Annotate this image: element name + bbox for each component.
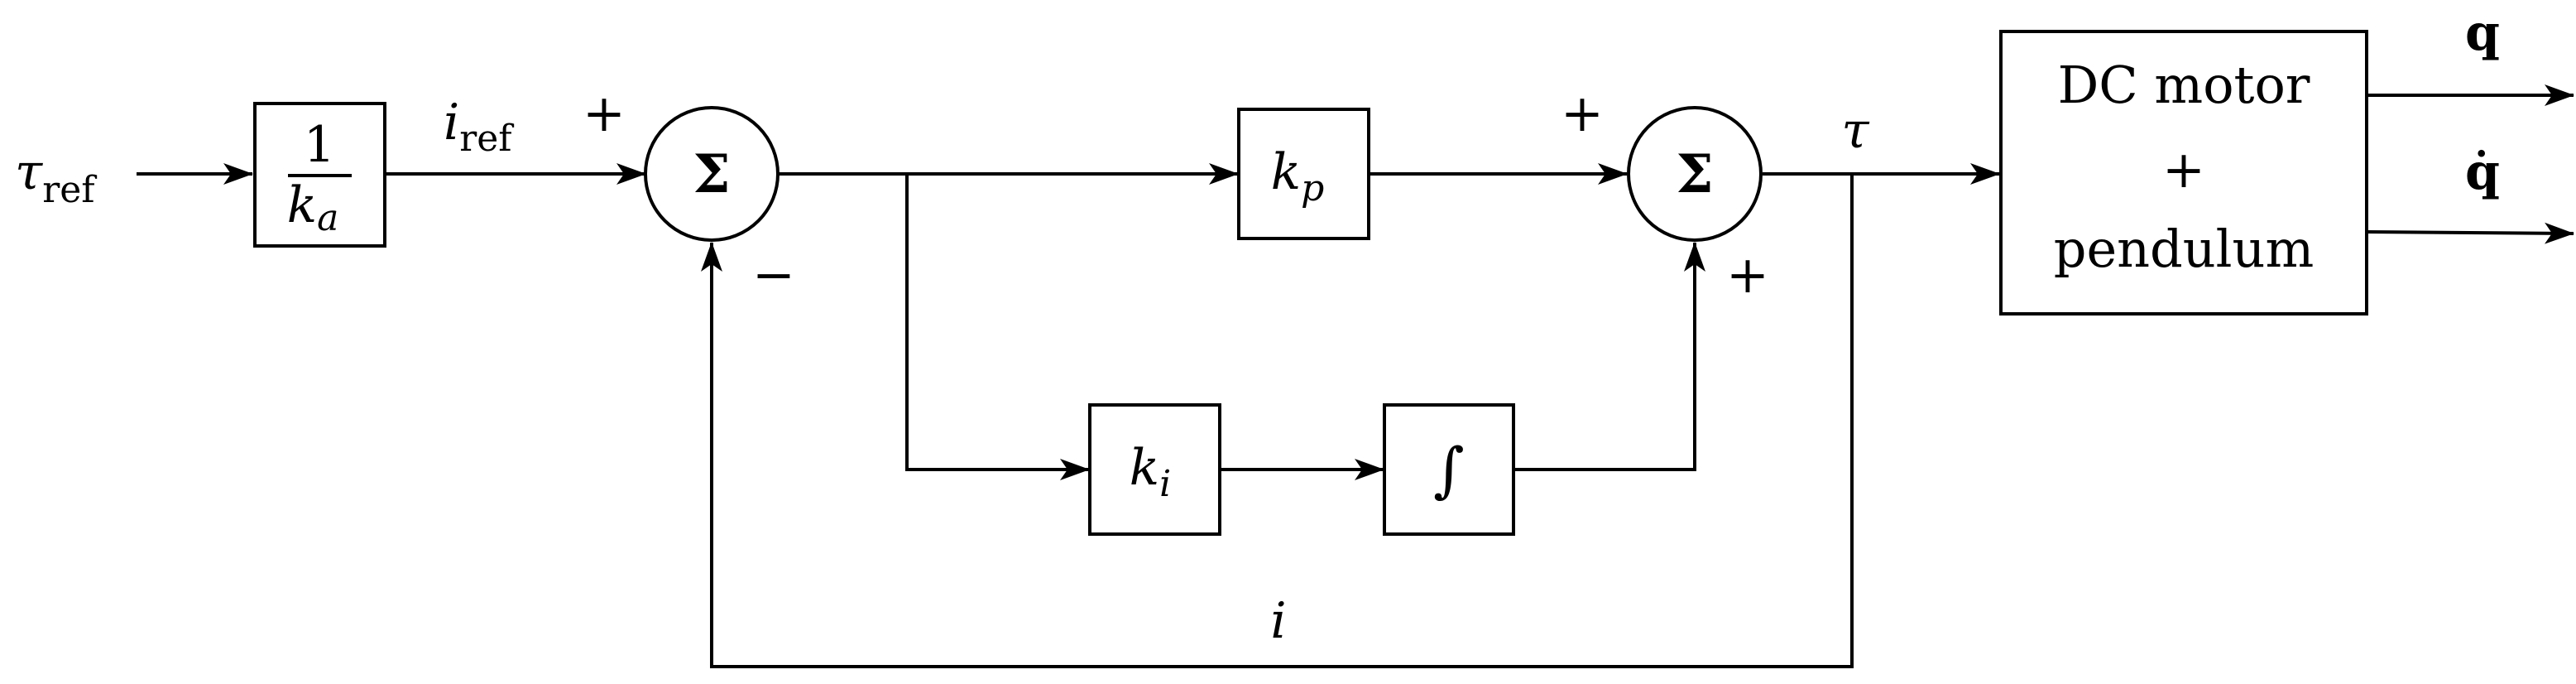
integrator-label: ∫ (1433, 435, 1465, 504)
gain-denominator: ka (287, 176, 339, 239)
sum2-plus-bottom: + (1726, 244, 1769, 305)
plant-label-line1: DC motor (2058, 55, 2310, 115)
sum1-plus-sign: + (583, 83, 626, 143)
output-qdot-label: q̇ (2465, 143, 2500, 201)
integral-gain-block (1088, 403, 1221, 536)
wire-output-qdot (2366, 222, 2574, 244)
sum1-minus-sign: − (752, 244, 795, 305)
sum2-plus-top: + (1561, 83, 1604, 143)
wire-integrator-to-sum2 (1513, 242, 1705, 471)
proportional-label: kp (1271, 143, 1325, 210)
plant-label-line3: pendulum (2054, 219, 2314, 279)
proportional-block (1237, 108, 1370, 240)
feedback-label: i (1270, 592, 1286, 650)
sum1-sigma: Σ (693, 143, 730, 205)
wire-branch-to-ki (905, 174, 1090, 480)
sum-junction-2 (1627, 106, 1763, 242)
sum2-sigma: Σ (1676, 143, 1713, 205)
input-label: τref (15, 143, 97, 211)
plant-block (1999, 30, 2368, 316)
plant-label-line2: + (2162, 139, 2205, 200)
output-q-label: q (2465, 4, 2500, 62)
integrator-block (1383, 403, 1515, 536)
integral-gain-label: ki (1130, 439, 1171, 505)
wire-feedback (701, 174, 1854, 668)
sum-junction-1 (644, 106, 780, 242)
torque-label: τ (1841, 102, 1869, 160)
reference-current-label: iref (444, 94, 514, 160)
gain-numerator: 1 (304, 116, 335, 174)
